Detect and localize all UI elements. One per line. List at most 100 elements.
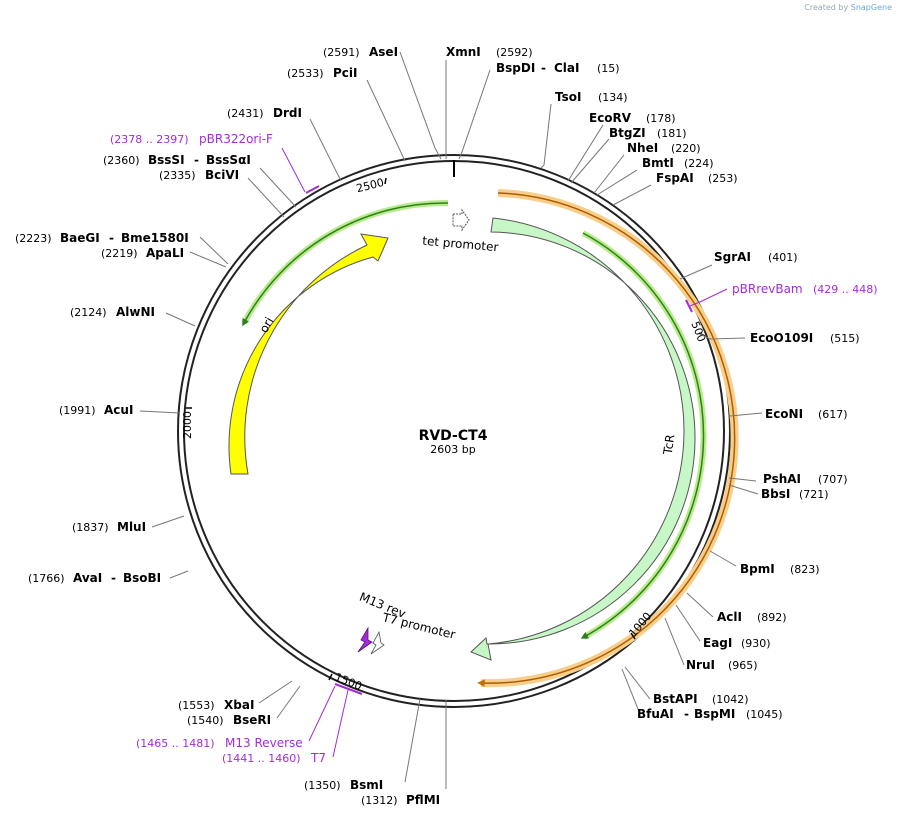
site-pos-nhei: (220) <box>671 142 701 155</box>
site-apali[interactable]: (2219) ApaLI <box>101 246 184 260</box>
site-pos-nrui: (965) <box>728 659 758 672</box>
site-name-clai: ClaI <box>554 61 579 75</box>
site-name-baegi: BaeGI <box>60 231 100 245</box>
site-name-bbsi: BbsI <box>761 487 790 501</box>
primer-pbr322ori-f[interactable]: (2378 .. 2397) pBR322ori-F <box>110 132 273 146</box>
tick-1500 <box>328 673 333 681</box>
site-name-nrui: NruI <box>686 658 715 672</box>
site-bfuai-bspmi[interactable]: BfuAI - BspMI (1045) <box>637 707 783 721</box>
primer-t7[interactable]: (1441 .. 1460) T7 <box>222 751 326 765</box>
primer-mark-pbr322ori-f <box>305 185 320 194</box>
site-pos-bcivi: (2335) <box>159 169 196 182</box>
feature-label-ori: ori <box>257 315 277 336</box>
feature-label-tcr: TcR <box>661 433 678 456</box>
site-pos-acui: (1991) <box>59 404 96 417</box>
primer-track-pbrrevbam-line <box>477 192 736 687</box>
site-bseri[interactable]: (1540) BseRI <box>187 713 271 727</box>
site-name-xbai: XbaI <box>224 698 254 712</box>
site-avai-bsobi[interactable]: (1766) AvaI - BsoBI <box>28 571 161 585</box>
site-nrui[interactable]: NruI (965) <box>686 658 758 672</box>
plasmid-length: 2603 bp <box>430 443 475 456</box>
site-pos-ecorv: (178) <box>646 112 676 125</box>
site-pos-bbsi: (721) <box>799 488 829 501</box>
feature-label-t7-promoter: T7 promoter <box>380 610 457 642</box>
site-nhei[interactable]: NheI (220) <box>627 141 701 155</box>
site-pos-bmti: (224) <box>684 157 714 170</box>
site-drdi[interactable]: (2431) DrdI <box>227 106 302 120</box>
primer-name-pbrrevbam: pBRrevBam <box>732 282 803 296</box>
site-asei[interactable]: (2591) AseI <box>323 45 398 59</box>
site-acui[interactable]: (1991) AcuI <box>59 403 133 417</box>
feature-t7-promoter <box>370 630 385 655</box>
primer-pos-pbr322ori-f: (2378 .. 2397) <box>110 133 189 146</box>
site-pos-bfuai-bspmi: (1045) <box>746 708 783 721</box>
site-pos-btgzi: (181) <box>657 127 687 140</box>
site-bbsi[interactable]: BbsI (721) <box>761 487 829 501</box>
site-pcii[interactable]: (2533) PciI <box>287 66 358 80</box>
site-bssi-bssai[interactable]: (2360) BssSI - BssSαI <box>103 153 251 167</box>
primer-name-m13-reverse: M13 Reverse <box>225 736 303 750</box>
site-pos-sgrai: (401) <box>768 251 798 264</box>
site-eagi[interactable]: EagI (930) <box>703 636 771 650</box>
leader-lines <box>139 51 763 789</box>
site-name-bme1580i: Bme1580I <box>121 231 189 245</box>
site-acli[interactable]: AclI (892) <box>717 610 787 624</box>
feature-m13-rev <box>357 626 373 653</box>
site-xbai[interactable]: (1553) XbaI <box>178 698 254 712</box>
site-sgrai[interactable]: SgrAI (401) <box>714 250 798 264</box>
site-pos-econi: (617) <box>818 408 848 421</box>
site-fspai[interactable]: FspAI (253) <box>656 171 738 185</box>
feature-tet-promoter <box>452 208 470 232</box>
site-name-bmti: BmtI <box>642 156 674 170</box>
primer-mark-pbrrevbam <box>685 299 693 313</box>
site-bcivi[interactable]: (2335) BciVI <box>159 168 239 182</box>
site-bstapi[interactable]: BstAPI (1042) <box>653 692 749 706</box>
site-alwni[interactable]: (2124) AlwNI <box>70 305 155 319</box>
site-name-ecorv: EcoRV <box>589 111 632 125</box>
site-name-bspmi: BspMI <box>694 707 735 721</box>
site-btgzi[interactable]: BtgZI (181) <box>609 126 687 140</box>
site-pos-bsmi: (1350) <box>304 779 341 792</box>
site-name-bsssai: BssSαI <box>206 153 251 167</box>
site-baegi-bme1580i[interactable]: (2223) BaeGI - Bme1580I <box>15 231 189 245</box>
site-pshai[interactable]: PshAI (707) <box>763 472 848 486</box>
site-pos-bpmi: (823) <box>790 563 820 576</box>
primer-leader-lines <box>281 147 728 758</box>
site-dash-bspdi: - <box>541 61 546 75</box>
site-dash-baegi: - <box>109 231 114 245</box>
credit-brand: SnapGene <box>850 3 892 12</box>
site-pos-ecoo109i: (515) <box>830 332 860 345</box>
tick-label-2000: 2000 <box>181 411 194 439</box>
orf-arc-tcr-line <box>580 232 705 639</box>
site-pos-pshai: (707) <box>818 473 848 486</box>
site-ecorv[interactable]: EcoRV (178) <box>589 111 676 125</box>
primer-pos-m13-reverse: (1465 .. 1481) <box>136 737 215 750</box>
tick-1000 <box>630 632 636 640</box>
site-tsoi[interactable]: TsoI (134) <box>555 90 628 104</box>
site-bpmi[interactable]: BpmI (823) <box>740 562 820 576</box>
backbone-outer <box>177 154 731 708</box>
primer-pos-t7: (1441 .. 1460) <box>222 752 301 765</box>
site-name-bsobi: BsoBI <box>123 571 161 585</box>
site-pos-bspdi-clai: (15) <box>597 62 620 75</box>
site-bmti[interactable]: BmtI (224) <box>642 156 714 170</box>
site-mlui[interactable]: (1837) MluI <box>72 520 146 534</box>
site-name-xmni: XmnI <box>446 45 481 59</box>
primer-pos-pbrrevbam: (429 .. 448) <box>813 283 878 296</box>
site-pflmi[interactable]: (1312) PflMI <box>361 793 440 807</box>
site-ecoo109i[interactable]: EcoO109I (515) <box>750 331 860 345</box>
site-econi[interactable]: EcoNI (617) <box>765 407 848 421</box>
site-dash-bfuai: - <box>684 707 689 721</box>
site-pos-bseri: (1540) <box>187 714 224 727</box>
primer-pbrrevbam[interactable]: pBRrevBam (429 .. 448) <box>732 282 878 296</box>
site-name-pflmi: PflMI <box>406 793 440 807</box>
site-xmni[interactable]: XmnI (2592) <box>446 45 533 59</box>
credit-prefix: Created by <box>804 3 849 12</box>
site-pos-eagi: (930) <box>741 637 771 650</box>
site-bspdi-clai[interactable]: BspDI - ClaI (15) <box>496 61 620 75</box>
site-pos-avai: (1766) <box>28 572 65 585</box>
site-bsmi[interactable]: (1350) BsmI <box>304 778 383 792</box>
primer-m13-reverse[interactable]: (1465 .. 1481) M13 Reverse <box>136 736 303 750</box>
site-name-pcii: PciI <box>333 66 358 80</box>
